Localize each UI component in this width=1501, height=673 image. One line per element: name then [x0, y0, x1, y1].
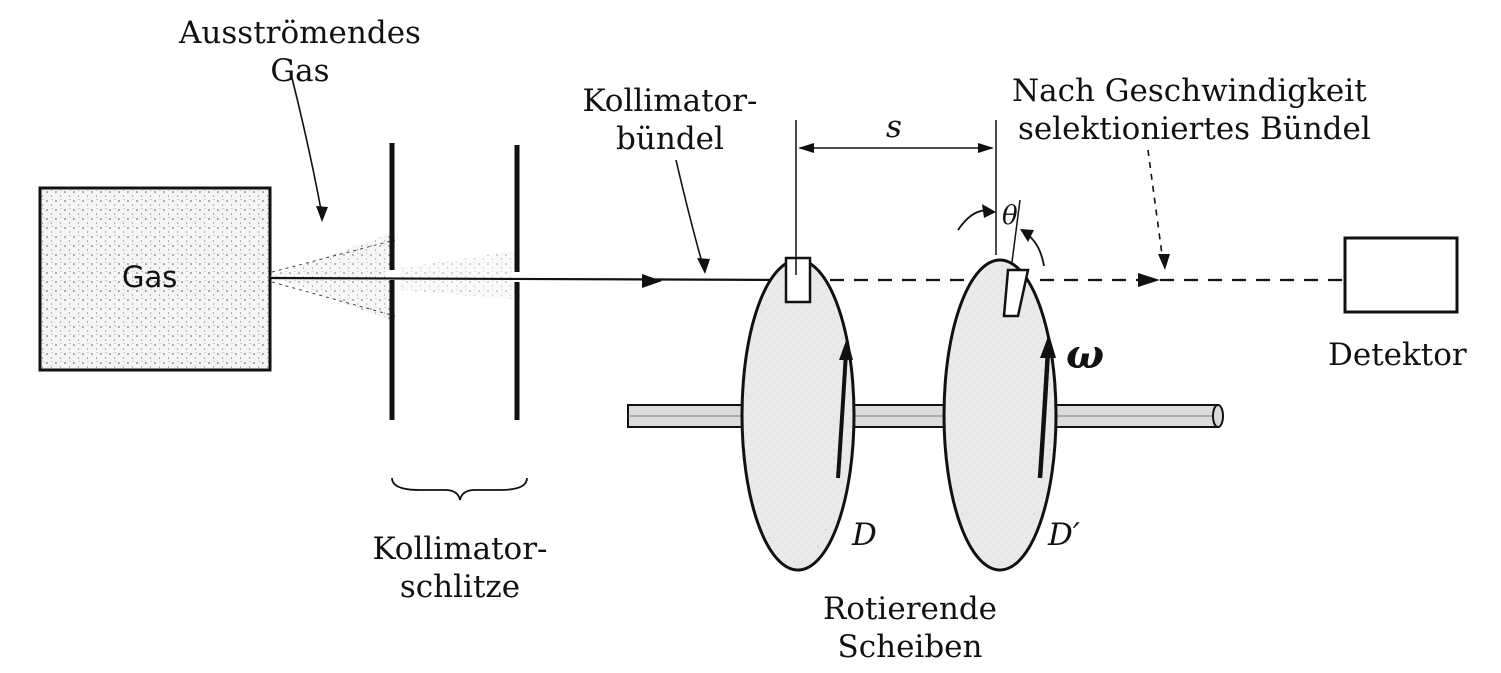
- bundle-pointer-arrow: [675, 159, 704, 267]
- gas-box-label: Gas: [122, 260, 178, 294]
- disc-d-label: D: [852, 517, 877, 553]
- collimator-bundle-line-2: bündel: [616, 121, 724, 157]
- outflowing-gas-line-1: Ausströmendes: [179, 15, 421, 51]
- disc-d-prime-label: D′: [1048, 517, 1080, 553]
- collimator-bundle-label: Kollimator- bündel: [560, 82, 780, 158]
- distance-s-dimension: [795, 120, 997, 275]
- detector-label: Detektor: [1328, 337, 1467, 373]
- collimator-bundle-line-1: Kollimator-: [582, 83, 758, 119]
- beam-direction-arrow: [642, 274, 662, 288]
- rotating-discs-label: Rotierende Scheiben: [780, 590, 1040, 666]
- selected-bundle-line-1: Nach Geschwindigkeit: [1012, 73, 1367, 109]
- selected-beam-arrow: [1138, 273, 1160, 287]
- gas-reservoir-box: [38, 186, 272, 372]
- rotating-discs-line-2: Scheiben: [837, 629, 983, 665]
- collimator-slits-line-1: Kollimator-: [372, 531, 548, 567]
- distance-s-label: s: [886, 109, 902, 145]
- collimator-slits-brace: [391, 477, 528, 501]
- collimator-slits-line-2: schlitze: [399, 569, 521, 605]
- selected-bundle-line-2: selektioniertes Bündel: [1018, 111, 1371, 147]
- gas-cone-past-slit: [400, 250, 520, 300]
- rotating-axle: [627, 404, 1224, 428]
- rotating-disc-d-prime: [942, 258, 1058, 572]
- angle-theta-marks: [957, 199, 1045, 267]
- angle-theta-label: θ: [1002, 201, 1018, 231]
- detector-box: [1343, 236, 1459, 314]
- collimator-slits-label: Kollimator- schlitze: [340, 530, 580, 606]
- effusing-gas-cone: [270, 232, 395, 322]
- outflowing-gas-line-2: Gas: [270, 53, 330, 89]
- outflow-pointer-arrow: [291, 77, 323, 216]
- rotating-disc-d: [740, 256, 856, 572]
- outflowing-gas-label: Ausströmendes Gas: [150, 14, 450, 90]
- omega-label: ω: [1066, 331, 1105, 378]
- rotating-discs-line-1: Rotierende: [822, 591, 998, 627]
- collimated-beam: [269, 276, 791, 282]
- selected-bundle-label: Nach Geschwindigkeit selektioniertes Bün…: [1012, 72, 1371, 148]
- selected-bundle-pointer: [1147, 149, 1164, 263]
